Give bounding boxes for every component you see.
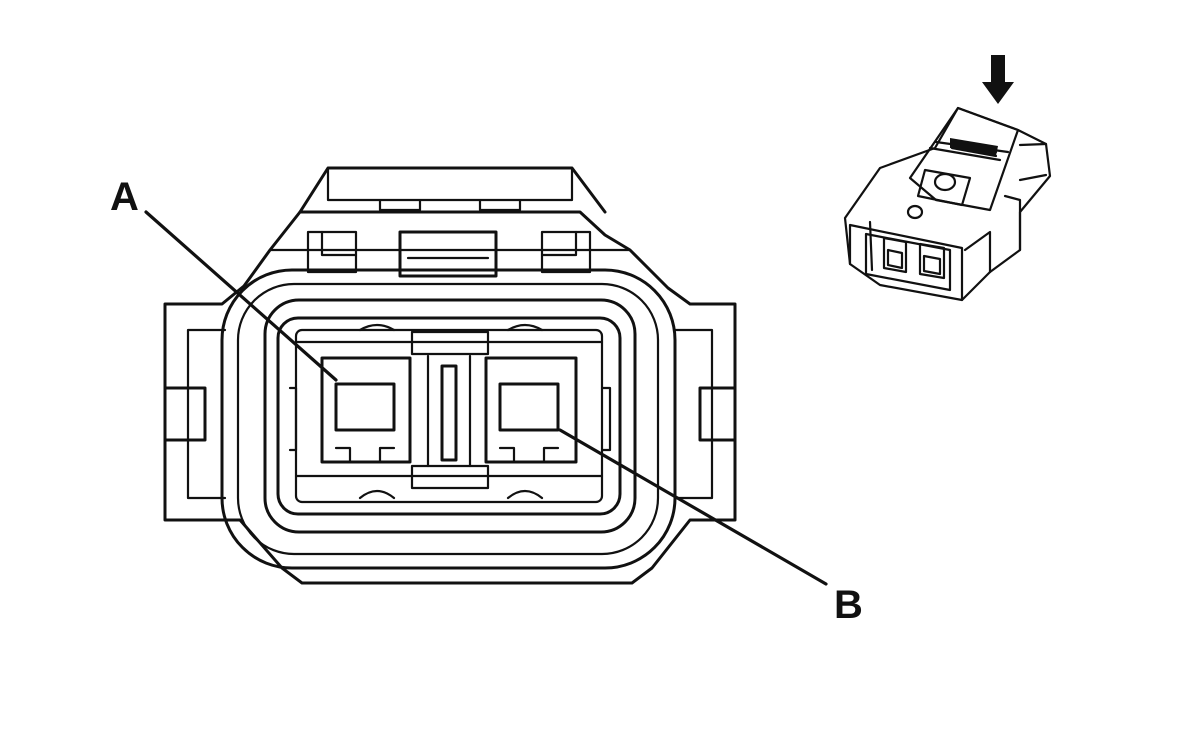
top-latch-inner (326, 166, 574, 212)
housing-outline (163, 210, 737, 585)
top-tab-right (540, 230, 592, 274)
leader-line-b (558, 428, 828, 586)
left-flange-notch (163, 386, 207, 442)
connector-face-view: A B (110, 166, 863, 627)
top-tab-right-detail (540, 230, 578, 257)
top-tab-center (398, 230, 498, 278)
cavity-side-clips (288, 386, 612, 452)
center-lines (426, 354, 472, 468)
down-arrow-icon (982, 55, 1014, 104)
top-tab-left (306, 230, 358, 274)
center-key-bottom (410, 464, 490, 490)
terminal-cavity-b (484, 356, 578, 464)
mating-cavity (276, 316, 622, 516)
inner-wall-1 (220, 268, 677, 570)
left-flange-inner (186, 328, 227, 500)
top-latch (298, 166, 607, 214)
center-key-top (410, 330, 490, 356)
center-rib (440, 364, 458, 462)
right-flange-notch (698, 386, 737, 442)
cavity-bumps (358, 323, 544, 500)
cavity-top-rail (294, 340, 604, 478)
inner-wall-2 (236, 282, 660, 556)
connector-isometric-thumbnail (843, 55, 1052, 302)
right-flange-inner (673, 328, 714, 500)
terminal-cavity-a (320, 356, 412, 464)
callout-label-b: B (834, 583, 863, 627)
top-tab-left-detail (320, 230, 358, 257)
callout-label-a: A (110, 175, 139, 219)
leader-line-a (144, 210, 338, 382)
inner-wall-3 (263, 298, 637, 534)
